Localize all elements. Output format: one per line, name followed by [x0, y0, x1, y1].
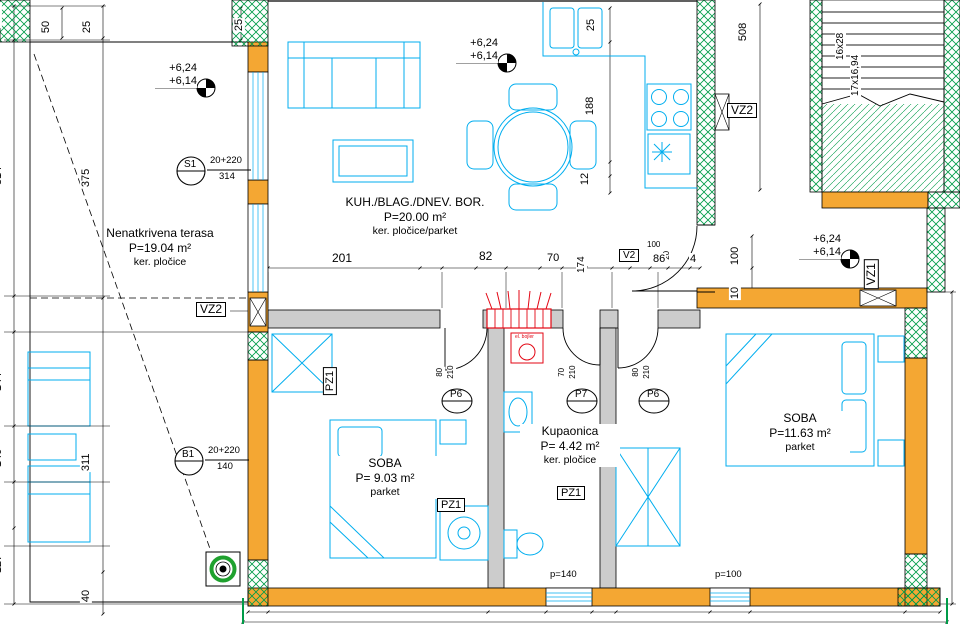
elevation-lower: +6,14: [813, 246, 841, 259]
dim-100-small: 100: [646, 240, 662, 250]
room-label-bedroom1: SOBA P= 9.03 m² parket: [333, 456, 437, 500]
dim-174: 174: [576, 255, 587, 274]
dim-70: 70: [546, 252, 561, 265]
mark-s1: S1: [184, 159, 197, 170]
doors: [444, 224, 715, 371]
door-width-b: 70: [557, 366, 567, 378]
dim-140: 140: [0, 447, 4, 469]
room-area: P=11.63 m²: [769, 426, 831, 440]
terrace-furniture: [27, 351, 91, 543]
room-name: Nenatkrivena terasa: [106, 226, 214, 240]
section-markers: [174, 156, 670, 476]
dim-311: 311: [79, 452, 92, 473]
dim-4: 4: [689, 253, 698, 266]
tag-pz1-a: PZ1: [437, 498, 466, 513]
dim-10-corridor: 10: [728, 285, 741, 301]
room-name: Kupaonica: [541, 424, 599, 438]
door-mark-p6-left: P6: [450, 389, 463, 400]
bathroom-fixtures: [439, 391, 544, 561]
room-finish: ker. pločice: [133, 256, 187, 268]
elevation-lower: +6,14: [470, 50, 498, 63]
dim-127: 127: [0, 553, 4, 575]
dim-188: 188: [583, 95, 596, 117]
elevation-upper: +6,24: [813, 233, 841, 245]
dim-100-corridor: 100: [728, 245, 741, 267]
stairs: [821, 0, 945, 193]
room-label-bedroom2: SOBA P=11.63 m² parket: [750, 411, 850, 455]
door-mark-p6-right: P6: [647, 389, 660, 400]
section-line-marks: [242, 598, 948, 624]
terrace-outline: [29, 41, 248, 603]
door-height-a: 210: [446, 364, 456, 380]
tag-v2: V2: [619, 249, 640, 262]
elevation-upper: +6,24: [470, 37, 498, 49]
tag-vz2-left: VZ2: [196, 302, 227, 318]
room-label-terrace: Nenatkrivena terasa P=19.04 m² ker. ploč…: [90, 226, 230, 269]
tag-pz1-b: PZ1: [557, 486, 586, 501]
kitchen-counter: [542, 2, 697, 189]
stair-spec-1: 16x28: [835, 31, 846, 61]
door-height-c: 210: [642, 364, 652, 380]
mark-s1-spec: 20+220: [209, 155, 243, 167]
window-dim-140: p=140: [549, 569, 578, 581]
room-label-bathroom: Kupaonica P= 4.42 m² ker. pločice: [520, 424, 620, 468]
elevation-marker-corridor: +6,24 +6,14: [795, 233, 841, 260]
room-area: P=19.04 m²: [128, 241, 192, 255]
room-finish: ker. pločice/parket: [372, 225, 458, 237]
mark-b1-value: 140: [217, 461, 233, 472]
mark-b1-spec: 20+220: [207, 445, 241, 457]
boiler: [510, 332, 544, 364]
dim-25-kitchen: 25: [584, 17, 597, 33]
dim-201: 201: [331, 251, 354, 266]
room-area: P=20.00 m²: [383, 210, 447, 224]
dim-82: 82: [478, 249, 494, 264]
elevation-marker-terrace: +6,24 +6,14: [151, 62, 197, 89]
door-width-c: 80: [631, 366, 641, 378]
elevation-marker-living: +6,24 +6,14: [452, 37, 498, 64]
dim-25-wall: 25: [232, 17, 245, 33]
windows: [247, 71, 897, 607]
boiler-label: el. bojler: [515, 334, 534, 340]
door-mark-p7: P7: [575, 389, 588, 400]
tag-pz1-rotated: PZ1: [322, 366, 337, 396]
living-furniture: [287, 41, 597, 211]
room-finish: ker. pločice: [543, 454, 597, 466]
mark-b1: B1: [182, 449, 195, 460]
dim-1500: 1500: [0, 1, 2, 29]
room-label-living: KUH./BLAG./DNEV. BOR. P=20.00 m² ker. pl…: [335, 195, 495, 238]
dim-508: 508: [736, 21, 749, 43]
door-height-b: 210: [568, 364, 578, 380]
room-area: P= 9.03 m²: [355, 471, 415, 485]
drain-symbol: [205, 551, 241, 587]
room-name: SOBA: [368, 456, 402, 470]
room-finish: parket: [785, 441, 815, 453]
room-area: P= 4.42 m²: [540, 439, 600, 453]
room-name: KUH./BLAG./DNEV. BOR.: [345, 195, 485, 209]
window-dim-100: p=100: [714, 569, 743, 581]
tag-vz2-right: VZ2: [727, 103, 758, 119]
door-width-a: 80: [435, 366, 445, 378]
mark-s1-value: 314: [219, 171, 235, 182]
stair-spec-2: 17x16,94: [850, 53, 861, 97]
dim-40: 40: [79, 588, 92, 604]
dim-375: 375: [79, 167, 92, 189]
dim-12: 12: [578, 171, 591, 187]
structural-walls: [0, 0, 960, 607]
dim-144: 144: [0, 371, 4, 393]
room-finish: parket: [370, 486, 400, 498]
elevation-upper: +6,24: [169, 62, 197, 74]
tag-vz1: VZ1: [863, 259, 879, 290]
elevation-lower: +6,14: [169, 75, 197, 88]
dim-86: 86: [652, 253, 667, 266]
dim-314: 314: [0, 165, 4, 187]
room-name: SOBA: [783, 411, 817, 425]
radiator: [485, 290, 552, 329]
dim-25-left: 25: [80, 19, 93, 35]
dim-50: 50: [39, 19, 52, 35]
